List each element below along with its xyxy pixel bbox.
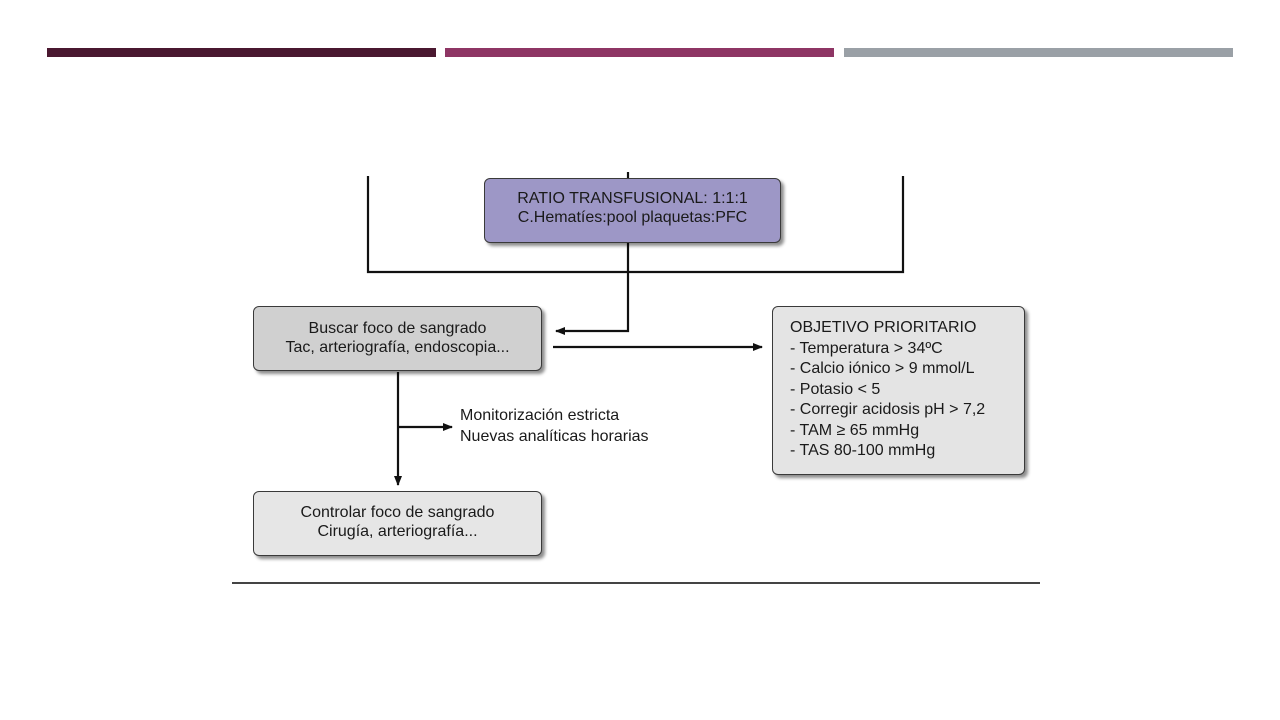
objetivo-item: - TAM ≥ 65 mmHg: [790, 421, 920, 439]
controlar-foco-box: Controlar foco de sangrado Cirugía, arte…: [253, 491, 542, 556]
buscar-foco-box: Buscar foco de sangrado Tac, arteriograf…: [253, 306, 542, 371]
ratio-transfusional-box: RATIO TRANSFUSIONAL: 1:1:1 C.Hematíes:po…: [484, 178, 781, 243]
buscar-line-2: Tac, arteriografía, endoscopia...: [285, 339, 510, 356]
header-bar-1: [47, 48, 436, 57]
controlar-line-1: Controlar foco de sangrado: [300, 504, 495, 521]
buscar-line-1: Buscar foco de sangrado: [308, 320, 487, 337]
objetivo-prioritario-box: OBJETIVO PRIORITARIO - Temperatura > 34º…: [772, 306, 1025, 475]
header-bar-2: [445, 48, 834, 57]
monitorizacion-note: Monitorización estricta Nuevas analítica…: [460, 405, 649, 447]
monitor-line-1: Monitorización estricta: [460, 407, 620, 424]
objetivo-item: - TAS 80-100 mmHg: [790, 442, 936, 459]
ratio-line-2: C.Hematíes:pool plaquetas:PFC: [517, 209, 748, 226]
ratio-to-buscar-arrow: [555, 243, 630, 335]
bottom-divider: [232, 582, 1040, 584]
monitor-line-2: Nuevas analíticas horarias: [460, 428, 649, 445]
frame-left-line: [366, 176, 905, 274]
objetivo-item: - Calcio iónico > 9 mmol/L: [790, 360, 975, 377]
ratio-line-1: RATIO TRANSFUSIONAL: 1:1:1: [517, 190, 748, 207]
objetivo-title: OBJETIVO PRIORITARIO: [790, 319, 977, 336]
objetivo-item: - Potasio < 5: [790, 380, 881, 398]
header-bar-3: [844, 48, 1233, 57]
controlar-line-2: Cirugía, arteriografía...: [317, 523, 478, 540]
objetivo-item: - Corregir acidosis pH > 7,2: [790, 401, 986, 418]
objetivo-item: - Temperatura > 34ºC: [790, 339, 943, 357]
